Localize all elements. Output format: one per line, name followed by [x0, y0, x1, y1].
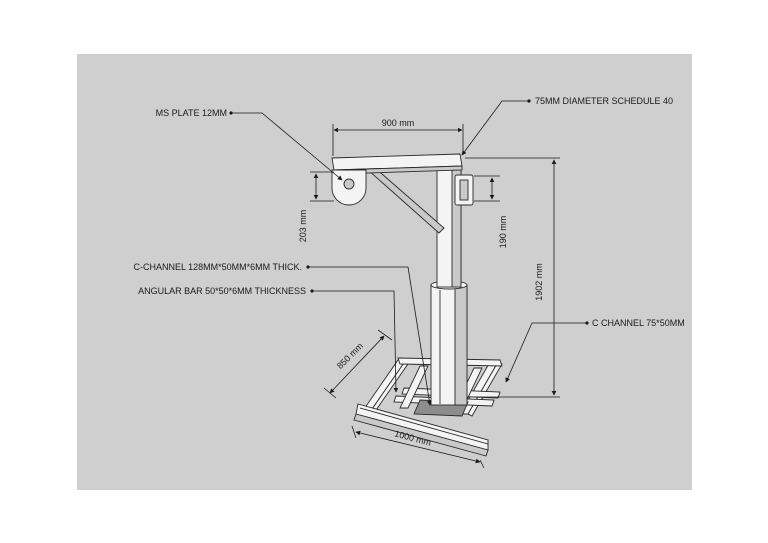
callout-c-channel-large-text: C-CHANNEL 128MM*50MM*6MM THICK.	[133, 262, 302, 272]
dim-bracket-height: 190 mm	[474, 175, 508, 249]
dim-arm-length-text: 900 mm	[382, 118, 415, 128]
callout-angular-bar-text: ANGULAR BAR 50*50*6MM THICKNESS	[138, 286, 306, 296]
callout-c-channel-small-text: C CHANNEL 75*50MM	[592, 318, 685, 328]
callout-angular-bar: ANGULAR BAR 50*50*6MM THICKNESS	[138, 286, 399, 393]
callout-pipe-text: 75MM DIAMETER SCHEDULE 40	[535, 96, 673, 106]
dim-overall-height: 1902 mm	[465, 157, 560, 398]
ms-plate	[331, 169, 367, 206]
mast-lower-section	[430, 280, 468, 406]
dim-plate-height: 203 mm	[298, 171, 334, 243]
callout-c-channel-small: C CHANNEL 75*50MM	[505, 318, 685, 383]
callout-ms-plate-text: MS PLATE 12MM	[156, 108, 227, 118]
dim-bracket-height-text: 190 mm	[498, 216, 508, 249]
mast-bracket	[454, 174, 474, 206]
callout-c-channel-large: C-CHANNEL 128MM*50MM*6MM THICK.	[133, 262, 432, 406]
callout-pipe: 75MM DIAMETER SCHEDULE 40	[461, 96, 673, 156]
dim-arm-length: 900 mm	[332, 118, 464, 156]
callout-ms-plate: MS PLATE 12MM	[156, 108, 343, 181]
dim-overall-height-text: 1902 mm	[534, 263, 544, 301]
dim-plate-height-text: 203 mm	[298, 210, 308, 243]
